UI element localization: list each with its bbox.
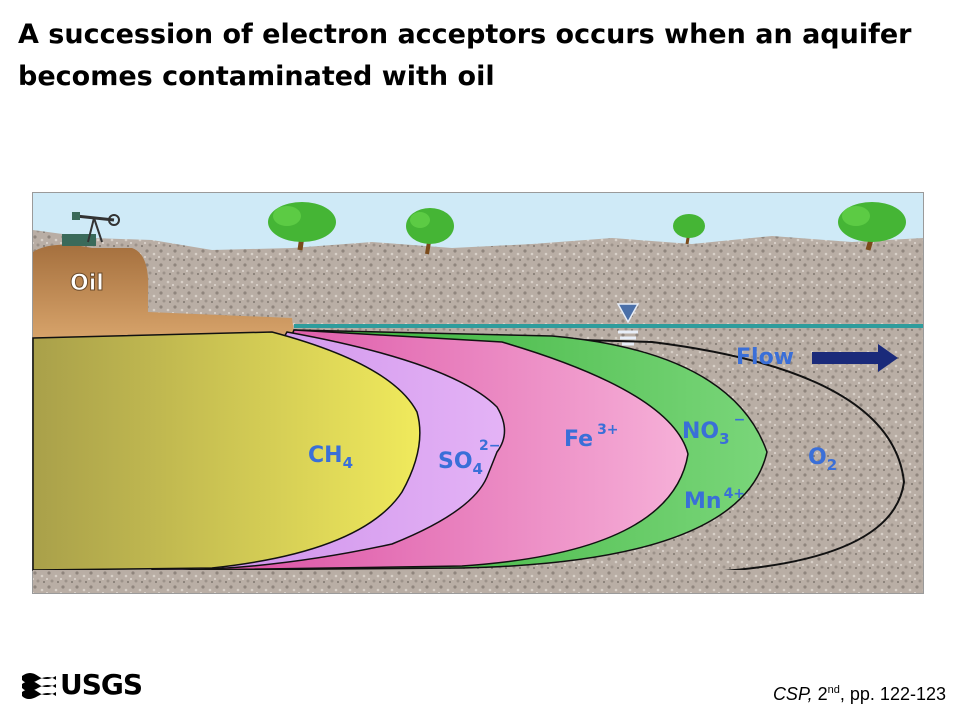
no3-main: NO <box>682 419 719 444</box>
sky <box>33 193 923 243</box>
ch4-zone <box>32 331 421 571</box>
so4-subscript: 4 <box>473 460 483 478</box>
so4-main: SO <box>438 449 473 474</box>
ch4-main: CH <box>308 443 343 468</box>
mn-superscript: 4+ <box>724 486 745 502</box>
citation-edition-sup: nd <box>827 684 840 696</box>
citation-edition: 2 <box>812 684 828 704</box>
so4-label: SO4 2− <box>438 438 500 478</box>
citation: CSP, 2nd, pp. 122-123 <box>773 684 946 705</box>
usgs-logo: USGS <box>22 668 143 701</box>
o2-zone-outline <box>190 330 906 576</box>
aquifer-diagram-svg: Oil Flow CH4 SO42− Fe3+ NO3− Mn4+ O2 <box>32 192 924 594</box>
citation-pages: , pp. 122-123 <box>839 684 946 704</box>
oil-label: Oil <box>70 271 104 296</box>
tree-icon <box>673 214 705 245</box>
water-table-marker-icon <box>616 303 640 346</box>
flow-label: Flow <box>736 345 794 370</box>
ch4-subscript: 4 <box>343 454 353 472</box>
no3-superscript: − <box>734 412 746 428</box>
oil-body <box>33 244 294 342</box>
fe-main: Fe <box>564 427 593 452</box>
citation-source: CSP, <box>772 684 813 704</box>
mn-main: Mn <box>684 489 722 514</box>
oil-pump-icon <box>62 212 120 246</box>
tree-icon <box>268 202 336 251</box>
aquifer-base <box>33 570 923 593</box>
no3-label: NO3− <box>682 412 745 448</box>
tree-icon <box>406 208 454 255</box>
fe-superscript: 3+ <box>597 422 618 438</box>
o2-subscript: 2 <box>827 456 837 474</box>
ch4-label: CH4 <box>308 443 353 472</box>
flow-arrow-icon <box>812 344 898 372</box>
slide-title: A succession of electron acceptors occur… <box>18 19 912 92</box>
usgs-wave-icon <box>22 672 56 699</box>
tree-icon <box>838 202 906 251</box>
so4-superscript: 2− <box>479 438 500 454</box>
no3-subscript: 3 <box>719 430 729 448</box>
o2-main: O <box>808 445 827 470</box>
o2-label: O2 <box>808 445 837 474</box>
usgs-logo-text: USGS <box>60 668 143 701</box>
